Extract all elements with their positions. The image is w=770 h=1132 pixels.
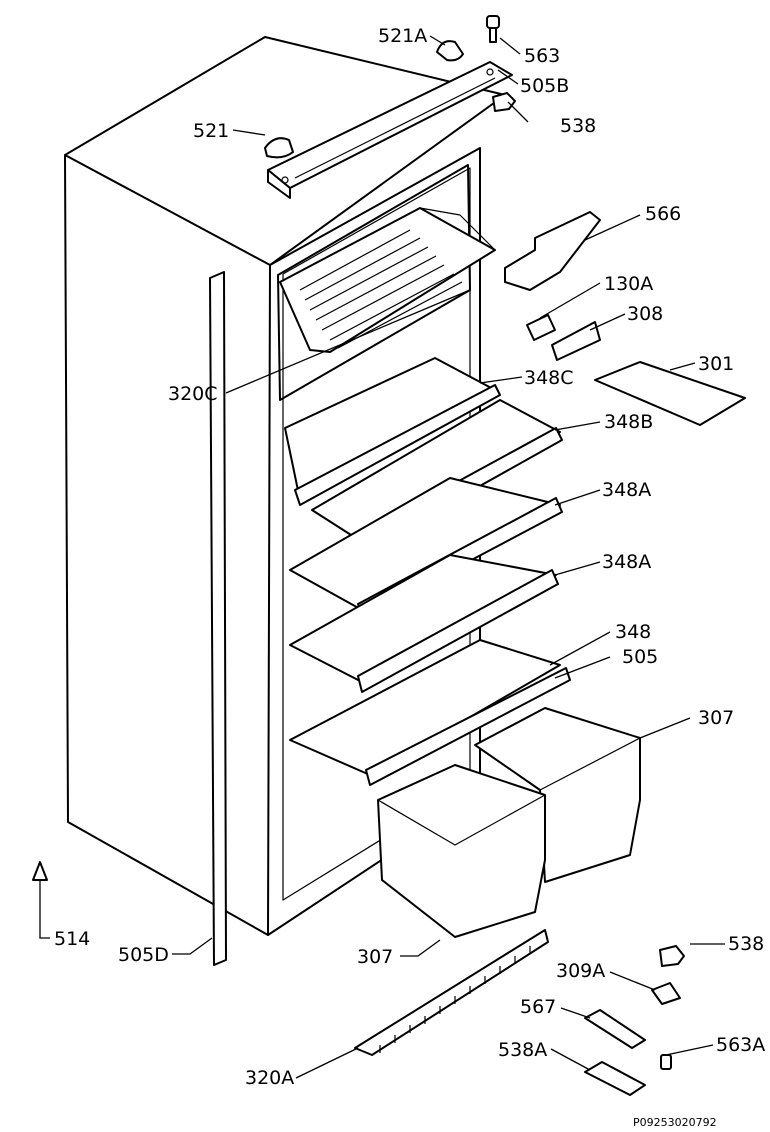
label-307-bottom: 307 (357, 946, 393, 968)
part-130A (527, 315, 555, 340)
cap-521A (437, 41, 463, 60)
label-563A: 563A (716, 1034, 765, 1056)
label-505B: 505B (520, 75, 569, 97)
door-seal-505D (210, 272, 226, 965)
label-538-bottom: 538 (728, 933, 764, 955)
label-521A: 521A (378, 25, 427, 47)
top-hinge-bar (268, 62, 512, 198)
screw-563 (487, 16, 499, 42)
label-348A-lower: 348A (602, 551, 651, 573)
foot-514 (33, 862, 47, 880)
drawing-code: P09253020792 (633, 1116, 717, 1129)
label-301: 301 (698, 353, 734, 375)
label-563: 563 (524, 45, 560, 67)
label-348C: 348C (524, 367, 574, 389)
label-320A: 320A (245, 1067, 294, 1089)
bottom-grille (355, 930, 548, 1055)
screw-563A (661, 1055, 671, 1069)
cap-521 (265, 138, 293, 157)
label-348: 348 (615, 621, 651, 643)
label-348B: 348B (604, 411, 653, 433)
label-538-top: 538 (560, 115, 596, 137)
label-348A-upper: 348A (602, 479, 651, 501)
label-538A: 538A (498, 1039, 547, 1061)
label-514: 514 (54, 928, 90, 950)
shelf-348A-lower (290, 555, 558, 692)
clip-538-top (493, 93, 515, 111)
part-labels: 521A 563 505B 538 521 566 130A 308 301 3… (54, 25, 765, 1129)
shelf-348 (290, 640, 570, 785)
crisper-drawer-left (378, 765, 545, 937)
label-320C: 320C (168, 383, 218, 405)
label-521: 521 (193, 120, 229, 142)
label-307-right: 307 (698, 707, 734, 729)
leader-lines (40, 36, 725, 1078)
part-309A (652, 983, 680, 1004)
hinge-plate-567 (585, 1010, 645, 1048)
label-567: 567 (520, 996, 556, 1018)
hinge-plate-538A (585, 1062, 645, 1095)
part-566 (505, 212, 600, 290)
label-308: 308 (627, 303, 663, 325)
label-505D: 505D (118, 944, 169, 966)
label-130A: 130A (604, 273, 653, 295)
ice-tray-301 (595, 362, 745, 425)
clip-538-bottom (660, 946, 684, 966)
label-505: 505 (622, 646, 658, 668)
label-566: 566 (645, 203, 681, 225)
hinge-308 (552, 322, 600, 360)
label-309A: 309A (556, 960, 605, 982)
shelf-348C (285, 358, 500, 505)
